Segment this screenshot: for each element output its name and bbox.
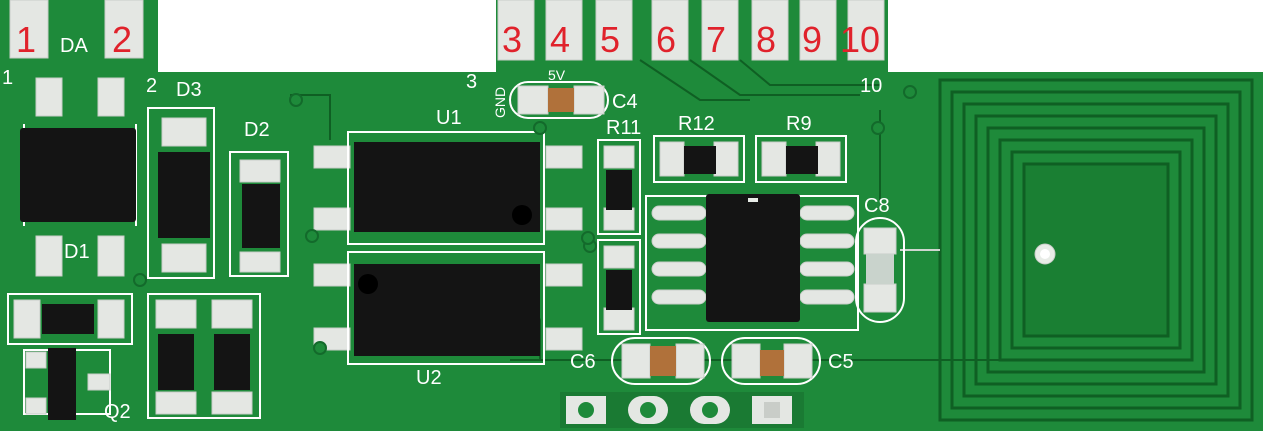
pin-number-9: 9 bbox=[802, 19, 822, 60]
label-r9: R9 bbox=[786, 113, 812, 135]
label-r11: R11 bbox=[606, 117, 641, 139]
label-d3: D3 bbox=[176, 79, 202, 101]
label-d1: D1 bbox=[64, 241, 90, 263]
programming-header bbox=[560, 392, 804, 428]
pin-number-7: 7 bbox=[706, 19, 726, 60]
pin-number-6: 6 bbox=[656, 19, 676, 60]
nfc-antenna-coil bbox=[900, 78, 1254, 422]
pin-number-8: 8 bbox=[756, 19, 776, 60]
component-c5 bbox=[721, 337, 821, 385]
component-r-bottom-left bbox=[7, 293, 133, 345]
pin-number-5: 5 bbox=[600, 19, 620, 60]
label-5v: 5V bbox=[548, 67, 566, 83]
label-u2: U2 bbox=[416, 367, 442, 389]
label-da: DA bbox=[60, 35, 88, 57]
vias bbox=[133, 85, 917, 355]
pad-strip-left bbox=[9, 0, 49, 59]
label-silk-1: 1 bbox=[2, 67, 13, 89]
pin-number-4: 4 bbox=[550, 19, 570, 60]
pin-number-1: 1 bbox=[16, 19, 36, 60]
label-u1: U1 bbox=[436, 107, 462, 129]
component-r12 bbox=[653, 135, 745, 183]
pin-number-3: 3 bbox=[502, 19, 522, 60]
label-q2: Q2 bbox=[104, 401, 131, 423]
component-c4 bbox=[509, 81, 609, 119]
component-d1-bridge bbox=[20, 77, 137, 277]
component-c8 bbox=[855, 217, 905, 323]
component-diode-pair bbox=[147, 293, 261, 419]
pin-number-10: 10 bbox=[840, 19, 880, 60]
component-u1 bbox=[313, 131, 583, 245]
label-silk-2: 2 bbox=[146, 75, 157, 97]
pin-1-dot-icon bbox=[512, 205, 532, 225]
label-silk-10: 10 bbox=[860, 75, 882, 97]
component-u2 bbox=[313, 251, 583, 365]
label-silk-3: 3 bbox=[466, 71, 477, 93]
pin-number-2: 2 bbox=[112, 19, 132, 60]
component-r9 bbox=[755, 135, 847, 183]
component-d3 bbox=[147, 107, 215, 279]
label-c6: C6 bbox=[570, 351, 596, 373]
label-c4: C4 bbox=[612, 91, 638, 113]
component-c6 bbox=[611, 337, 711, 385]
component-r11 bbox=[597, 139, 641, 235]
label-r12: R12 bbox=[678, 113, 715, 135]
edge-connector-pads bbox=[497, 0, 885, 61]
edge-pin-numbers: 1 2 3 4 5 6 7 8 9 10 bbox=[16, 19, 880, 60]
label-c5: C5 bbox=[828, 351, 854, 373]
label-c8: C8 bbox=[864, 195, 890, 217]
component-q2 bbox=[23, 348, 111, 420]
component-ic-soic8 bbox=[645, 194, 859, 331]
pad-strip-left-2 bbox=[104, 0, 144, 59]
label-gnd: GND bbox=[492, 87, 508, 118]
component-r-lower bbox=[597, 239, 641, 335]
component-d2 bbox=[229, 151, 289, 277]
label-d2: D2 bbox=[244, 119, 270, 141]
